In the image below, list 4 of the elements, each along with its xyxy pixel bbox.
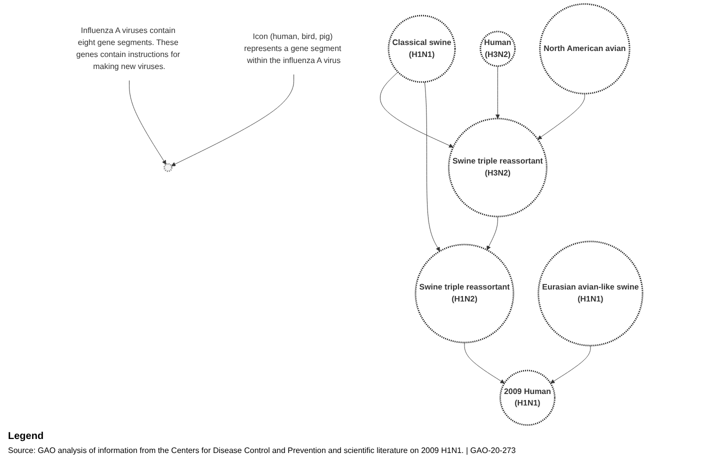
arrow (486, 216, 498, 250)
source-note: Source: GAO analysis of information from the Centers for Disease Control and Prevention and scientific literature on 2009 H1N1. | GAO-20-273 (8, 446, 517, 455)
legend-heading: Legend (8, 431, 45, 442)
node-circle (164, 163, 173, 172)
